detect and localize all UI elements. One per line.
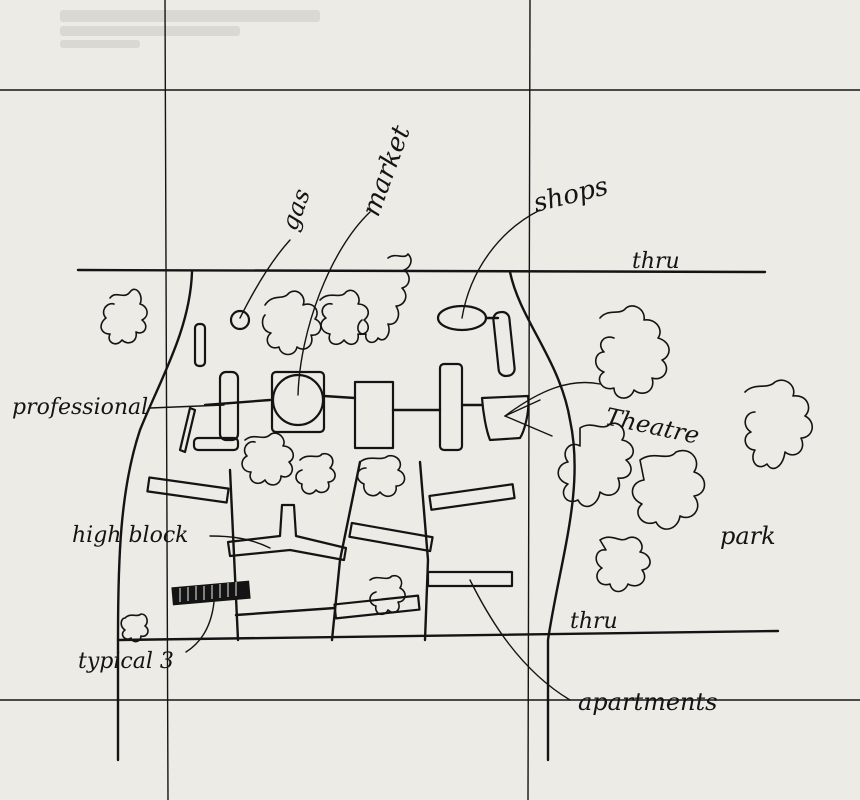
leader-market <box>297 211 371 396</box>
leader-apartments <box>469 579 571 701</box>
leader-gas <box>239 239 291 319</box>
trees-right-upper <box>594 305 670 399</box>
trees-park <box>557 422 706 593</box>
trees-left <box>100 288 148 345</box>
center-block <box>353 380 395 450</box>
trees-center <box>241 432 295 486</box>
trees-top-center-stream <box>357 253 412 344</box>
theatre-wedge-b <box>504 415 553 437</box>
connector-market <box>322 394 357 400</box>
thru-road-bottom <box>116 629 780 642</box>
trees-lower-left <box>120 613 149 643</box>
building-small-left <box>193 322 207 368</box>
leader-shops <box>461 209 541 319</box>
apartment-slab-3 <box>348 521 434 553</box>
grid-line-left <box>164 0 169 800</box>
theatre-building <box>480 394 530 442</box>
gas-station <box>229 309 251 331</box>
trees-mid <box>356 454 406 498</box>
apartment-slab-1 <box>146 476 230 504</box>
professional-building <box>218 370 240 442</box>
leader-lines <box>149 209 601 701</box>
housing <box>146 460 516 642</box>
apartment-block-right-edge <box>418 460 430 642</box>
shops-slab <box>492 310 516 378</box>
tree-clusters <box>100 253 813 643</box>
label-thru-bottom: thru <box>570 609 618 634</box>
leader-high-block <box>209 535 271 549</box>
label-apartments: apartments <box>578 688 717 716</box>
typical-3-hatching <box>179 582 237 602</box>
label-thru-top: thru <box>632 249 680 274</box>
apartment-slab-2 <box>428 483 516 511</box>
thru-road-top <box>76 268 767 274</box>
label-park: park <box>720 522 776 550</box>
theatre-wedge-a <box>504 399 541 417</box>
typical-3-block <box>171 580 251 606</box>
professional-annex <box>192 436 240 452</box>
label-high-block: high block <box>72 523 188 548</box>
trees-lower-middle <box>369 574 406 616</box>
trees-mid-left <box>261 290 322 356</box>
trees-far-right <box>744 379 813 470</box>
label-typical-3: typical 3 <box>78 649 174 674</box>
left-curve-road <box>116 270 194 762</box>
connector-professional <box>203 398 272 407</box>
right-curve-road <box>508 270 576 762</box>
diagonal-slab <box>178 406 197 454</box>
trees-top-center <box>319 289 370 346</box>
label-market: market <box>356 121 417 220</box>
leader-theatre <box>504 381 601 417</box>
market-building <box>271 373 325 427</box>
trees-center-right <box>295 452 336 495</box>
label-professional: professional <box>12 395 148 420</box>
label-shops: shops <box>530 171 611 218</box>
apartment-road <box>234 606 337 617</box>
leader-professional <box>149 404 225 409</box>
buildings <box>178 304 553 454</box>
apartment-slab-4 <box>333 594 421 620</box>
market-square <box>270 370 326 434</box>
apartment-slab-5 <box>426 570 514 588</box>
bleed-through <box>60 10 320 48</box>
tall-block <box>438 362 464 452</box>
label-gas: gas <box>275 185 316 234</box>
high-block <box>226 503 348 562</box>
label-theatre: Theatre <box>603 402 702 449</box>
leader-typical-3 <box>185 601 215 653</box>
